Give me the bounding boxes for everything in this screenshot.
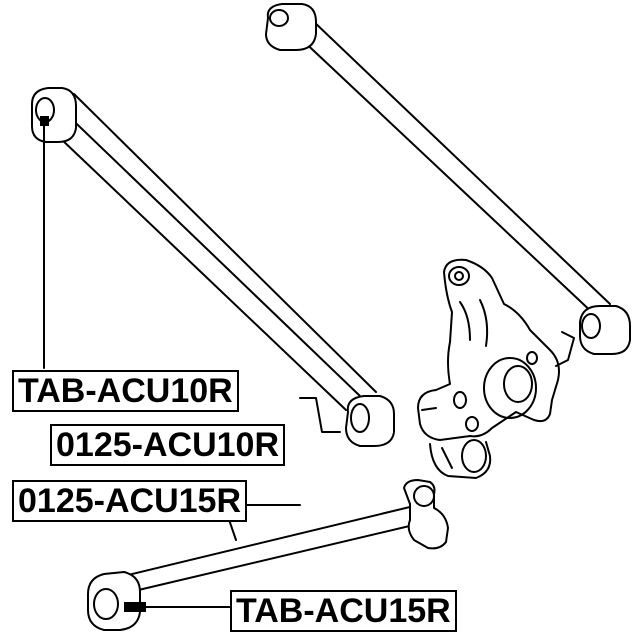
lower-bottom-arm bbox=[87, 479, 449, 631]
label-tab-acu10r: TAB-ACU10R bbox=[12, 370, 239, 412]
lower-left-arm bbox=[31, 87, 395, 447]
label-tab-acu15r: TAB-ACU15R bbox=[230, 590, 457, 632]
bushing-tab-acu15r bbox=[124, 602, 146, 612]
label-0125-acu10r: 0125-ACU10R bbox=[50, 424, 285, 466]
bushing-tab-acu10r bbox=[40, 116, 49, 126]
label-0125-acu15r: 0125-ACU15R bbox=[12, 480, 247, 522]
leader-0125-acu10r bbox=[299, 397, 341, 433]
upper-rear-arm bbox=[265, 3, 631, 355]
knuckle bbox=[417, 258, 575, 479]
